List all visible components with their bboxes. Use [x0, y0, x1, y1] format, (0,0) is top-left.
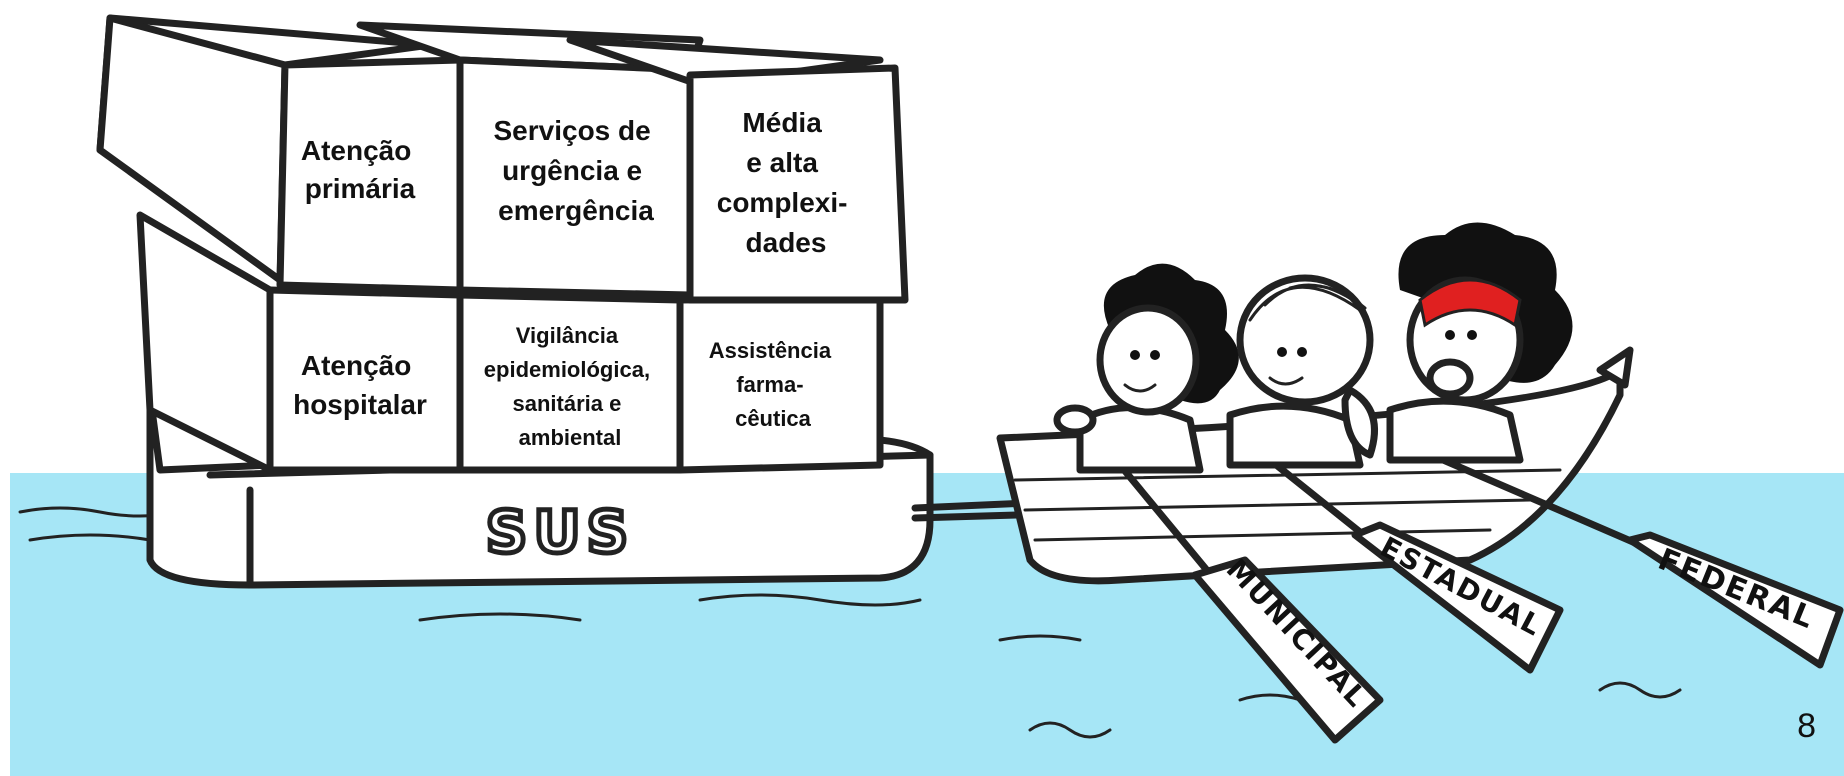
sus-hull-label: SUS	[486, 498, 635, 566]
block-top-right	[566, 36, 909, 304]
label-servicos-urgencia: Serviços de urgência e emergência	[494, 115, 659, 226]
rower-left	[1053, 263, 1239, 474]
headband	[1418, 278, 1522, 328]
water-ripples	[18, 506, 1682, 739]
label-atencao-primaria: Atenção primária	[301, 135, 419, 204]
rower-middle	[1226, 274, 1378, 469]
oar-federal	[1416, 446, 1844, 669]
rower-right	[1386, 222, 1573, 464]
label-assistencia: Assistência farma- cêutica	[709, 338, 837, 431]
label-atencao-hospitalar: Atenção hospitalar	[293, 350, 427, 420]
block-top-left	[96, 14, 464, 294]
label-vigilancia: Vigilância epidemiológica, sanitária e a…	[484, 323, 656, 450]
oar-estadual	[1266, 456, 1564, 674]
oar-municipal	[1116, 461, 1384, 744]
page-number: 8	[1797, 707, 1816, 745]
label-media-alta: Média e alta complexi- dades	[717, 107, 855, 258]
